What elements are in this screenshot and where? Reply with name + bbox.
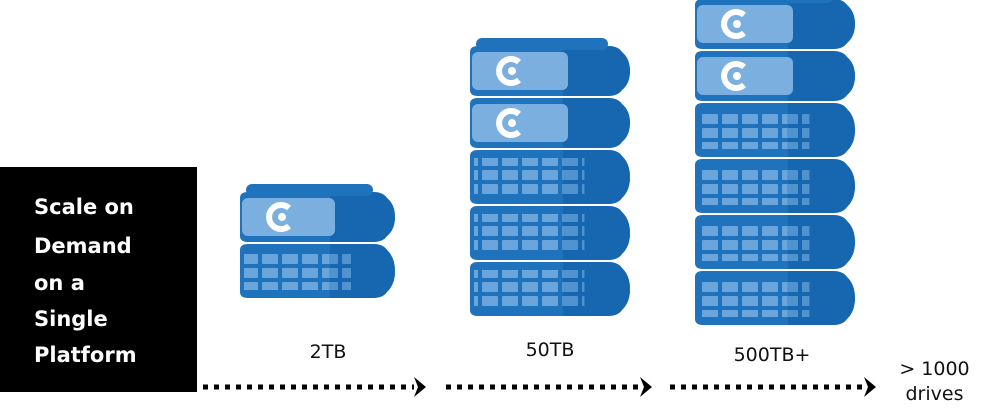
tier-label-2tb: 2TB (309, 341, 347, 363)
drive-unit (695, 271, 855, 325)
callout-line-2: Demand (34, 234, 132, 258)
c-logo-icon (266, 202, 291, 232)
head-unit (470, 98, 630, 148)
c-logo-icon (496, 108, 521, 138)
chevron-right-icon (864, 377, 876, 397)
arrow-1 (203, 377, 426, 397)
scale-callout: Scale on Demand on a Single Platform (0, 167, 197, 392)
drive-unit (695, 215, 855, 269)
arrow-2 (446, 377, 652, 397)
head-unit (240, 192, 395, 242)
drive-count-line-2: drives (905, 383, 964, 405)
callout-line-5: Platform (34, 343, 137, 367)
tier-label-50tb: 50TB (525, 339, 575, 361)
head-unit (695, 51, 855, 101)
drive-count-label: > 1000 drives (887, 357, 982, 407)
c-logo-icon (721, 9, 746, 39)
server-stack-3 (695, 0, 855, 325)
server-stack-2 (470, 38, 630, 316)
drive-unit (470, 206, 630, 260)
head-unit (695, 0, 855, 49)
head-unit (470, 46, 630, 96)
callout-line-1: Scale on (34, 195, 134, 219)
server-stack-1 (240, 184, 395, 298)
drive-unit (240, 244, 395, 298)
drive-unit (470, 262, 630, 316)
chevron-right-icon (414, 377, 426, 397)
drive-count-line-1: > 1000 (899, 358, 970, 380)
drive-unit (470, 150, 630, 204)
callout-line-3: on a (34, 271, 85, 295)
callout-line-4: Single (34, 307, 108, 331)
c-logo-icon (496, 56, 521, 86)
drive-unit (695, 103, 855, 157)
chevron-right-icon (640, 377, 652, 397)
c-logo-icon (721, 61, 746, 91)
drive-unit (695, 159, 855, 213)
tier-label-500tb: 500TB+ (733, 344, 811, 366)
arrow-3 (670, 377, 876, 397)
